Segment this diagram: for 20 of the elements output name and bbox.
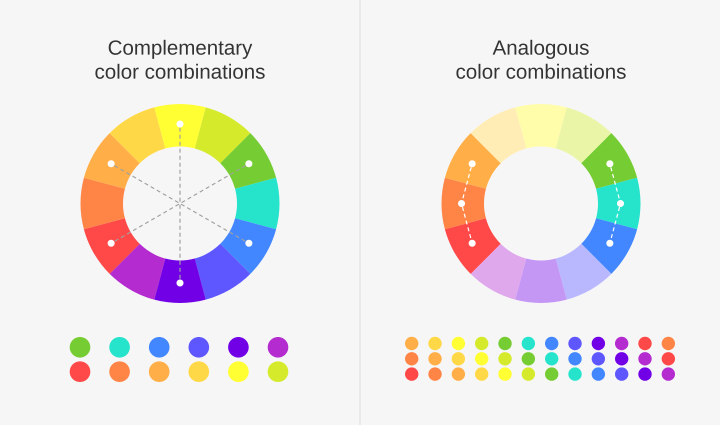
heading: Complementary color combinations [95, 40, 265, 79]
marker-dot [617, 200, 624, 207]
marker-dot [468, 160, 476, 168]
dashed-line [610, 167, 620, 200]
dashed-line [610, 206, 620, 240]
marker-dot [108, 160, 115, 168]
dashed-line [179, 128, 181, 280]
marker-dot [606, 240, 614, 247]
marker-dot [468, 240, 476, 247]
marker-dot [245, 160, 252, 168]
marker-dot [245, 240, 252, 247]
marker-dot [176, 280, 184, 286]
marker-dot [606, 160, 614, 168]
marker-dot [176, 120, 184, 128]
dashed-line [462, 206, 472, 240]
crossing-dashed-lines [114, 165, 246, 242]
dashed-line [462, 167, 472, 200]
marker-dot [108, 240, 115, 247]
heading: Analogous color combinations [456, 40, 626, 79]
marker-dot [458, 200, 465, 207]
